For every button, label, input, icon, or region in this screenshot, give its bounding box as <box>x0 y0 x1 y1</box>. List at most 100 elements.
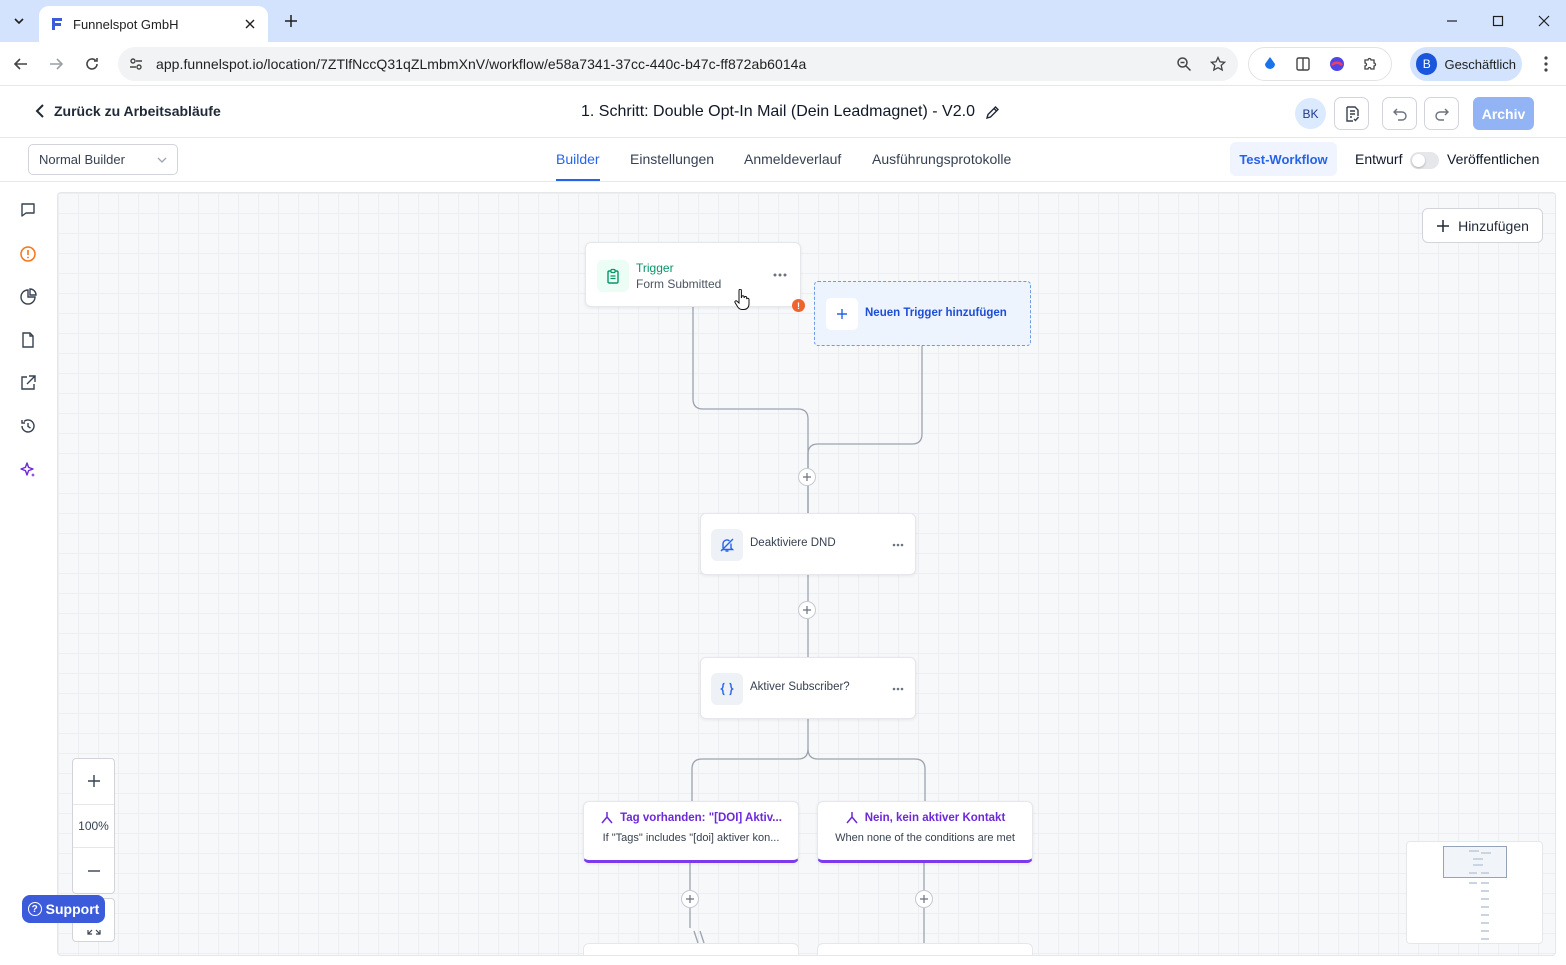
undo-button[interactable] <box>1382 97 1417 130</box>
tab-builder[interactable]: Builder <box>556 151 600 181</box>
profile-button[interactable]: B Geschäftlich <box>1410 47 1522 81</box>
add-new-trigger-button[interactable]: Neuen Trigger hinzufügen <box>814 281 1031 346</box>
ai-sparkle-icon[interactable] <box>17 459 39 481</box>
notes-button[interactable] <box>1334 97 1369 130</box>
minimize-icon <box>1447 20 1457 22</box>
action-node-condition[interactable]: Aktiver Subscriber? <box>700 657 916 719</box>
pie-chart-icon[interactable] <box>17 286 39 308</box>
comments-icon[interactable] <box>17 199 39 221</box>
extension-colorful-icon[interactable] <box>1325 52 1349 76</box>
more-options-icon[interactable] <box>887 682 909 696</box>
add-element-button[interactable]: Hinzufügen <box>1422 208 1543 243</box>
user-avatar[interactable]: BK <box>1295 98 1326 129</box>
more-options-icon[interactable] <box>769 268 791 282</box>
chevron-down-icon <box>14 18 24 25</box>
branch-subtitle: If "Tags" includes "[doi] aktiver kon... <box>602 832 780 844</box>
trigger-node[interactable]: Trigger Form Submitted <box>585 242 801 307</box>
add-action-button[interactable] <box>681 890 699 908</box>
back-button[interactable] <box>7 50 35 78</box>
kebab-menu-icon <box>1544 56 1548 72</box>
reload-button[interactable] <box>78 50 106 78</box>
tab-execution-logs[interactable]: Ausführungsprotokolle <box>872 151 1012 167</box>
address-bar[interactable]: app.funnelspot.io/location/7ZTlfNccQ31qZ… <box>118 47 1238 81</box>
branch-subtitle: When none of the conditions are met <box>835 832 1015 844</box>
maximize-icon <box>1492 15 1504 27</box>
publish-toggle[interactable] <box>1410 152 1439 169</box>
extension-panel-icon[interactable] <box>1291 52 1315 76</box>
extension-drop-icon[interactable] <box>1258 52 1282 76</box>
branch-title: Tag vorhanden: "[DOI] Aktiv... <box>584 811 798 825</box>
zoom-out-button[interactable] <box>73 849 114 893</box>
next-node-partial[interactable] <box>583 943 799 955</box>
plus-icon <box>920 895 928 903</box>
site-info-icon[interactable] <box>122 50 150 78</box>
action-node-dnd[interactable]: Deaktiviere DND <box>700 513 916 575</box>
support-button[interactable]: ? Support <box>22 895 105 923</box>
file-icon[interactable] <box>17 329 39 351</box>
browser-tab[interactable]: Funnelspot GmbH <box>39 6 268 42</box>
branch-title-text: Nein, kein aktiver Kontakt <box>864 812 1006 824</box>
plus-icon <box>686 895 694 903</box>
redo-icon <box>1434 108 1449 121</box>
archive-button[interactable]: Archiv <box>1473 97 1534 130</box>
toggle-knob <box>1412 154 1425 167</box>
branch-node-yes[interactable]: Tag vorhanden: "[DOI] Aktiv... If "Tags"… <box>583 801 799 863</box>
close-icon <box>1538 15 1550 27</box>
test-workflow-button[interactable]: Test-Workflow <box>1230 142 1337 176</box>
workflow-subnav: Normal Builder Builder Einstellungen Anm… <box>0 138 1566 182</box>
minimap[interactable] <box>1406 841 1543 944</box>
alert-circle-icon[interactable] <box>17 243 39 265</box>
add-action-button[interactable] <box>798 601 816 619</box>
workflow-title: 1. Schritt: Double Opt-In Mail (Dein Lea… <box>581 103 1000 121</box>
draft-label: Entwurf <box>1355 151 1403 167</box>
funnelspot-logo-icon <box>52 18 62 30</box>
expand-icon <box>86 929 101 935</box>
clipboard-icon <box>597 260 629 292</box>
forward-button[interactable] <box>42 50 70 78</box>
arrow-right-icon <box>50 58 64 70</box>
branch-split-icon <box>601 812 613 824</box>
help-circle-icon: ? <box>27 902 42 916</box>
extensions-group <box>1248 47 1392 81</box>
maximize-window-button[interactable] <box>1485 8 1511 34</box>
warning-badge[interactable]: ! <box>792 299 805 312</box>
zoom-level[interactable]: 100% <box>73 804 114 848</box>
action-label: Deaktiviere DND <box>750 537 836 549</box>
plus-icon <box>803 606 811 614</box>
zoom-in-button[interactable] <box>73 759 114 803</box>
extensions-puzzle-icon[interactable] <box>1358 52 1382 76</box>
new-tab-button[interactable] <box>280 10 302 32</box>
tab-enrollment-history[interactable]: Anmeldeverlauf <box>744 151 842 167</box>
braces-icon <box>711 673 743 705</box>
builder-mode-select[interactable]: Normal Builder <box>28 144 178 175</box>
builder-mode-value: Normal Builder <box>39 152 125 167</box>
bookmark-star-icon[interactable] <box>1204 50 1232 78</box>
profile-label: Geschäftlich <box>1444 56 1516 72</box>
plus-icon <box>803 473 811 481</box>
add-action-button[interactable] <box>798 468 816 486</box>
add-action-button[interactable] <box>915 890 933 908</box>
back-to-workflows-link[interactable]: Zurück zu Arbeitsabläufe <box>34 103 221 119</box>
zoom-icon[interactable] <box>1170 50 1198 78</box>
branch-title-text: Tag vorhanden: "[DOI] Aktiv... <box>620 812 782 824</box>
external-link-icon[interactable] <box>17 372 39 394</box>
next-node-partial[interactable] <box>817 943 1033 955</box>
history-icon[interactable] <box>17 415 39 437</box>
workflow-canvas[interactable]: Hinzufügen Trigger Form Submitted ! Neue… <box>57 192 1556 956</box>
minimap-nodes <box>1469 850 1491 940</box>
add-new-trigger-label: Neuen Trigger hinzufügen <box>865 307 1007 319</box>
minimize-window-button[interactable] <box>1439 8 1465 34</box>
tab-search-button[interactable] <box>6 8 32 34</box>
close-window-button[interactable] <box>1531 8 1557 34</box>
browser-menu-button[interactable] <box>1533 50 1559 78</box>
publish-label: Veröffentlichen <box>1447 151 1540 167</box>
tab-settings[interactable]: Einstellungen <box>630 151 715 167</box>
profile-avatar: B <box>1416 53 1438 75</box>
more-options-icon[interactable] <box>887 538 909 552</box>
pencil-icon[interactable] <box>985 105 1000 120</box>
browser-toolbar: app.funnelspot.io/location/7ZTlfNccQ31qZ… <box>0 42 1566 86</box>
close-tab-icon[interactable] <box>242 16 258 32</box>
undo-icon <box>1392 108 1407 121</box>
redo-button[interactable] <box>1424 97 1459 130</box>
branch-node-no[interactable]: Nein, kein aktiver Kontakt When none of … <box>817 801 1033 863</box>
